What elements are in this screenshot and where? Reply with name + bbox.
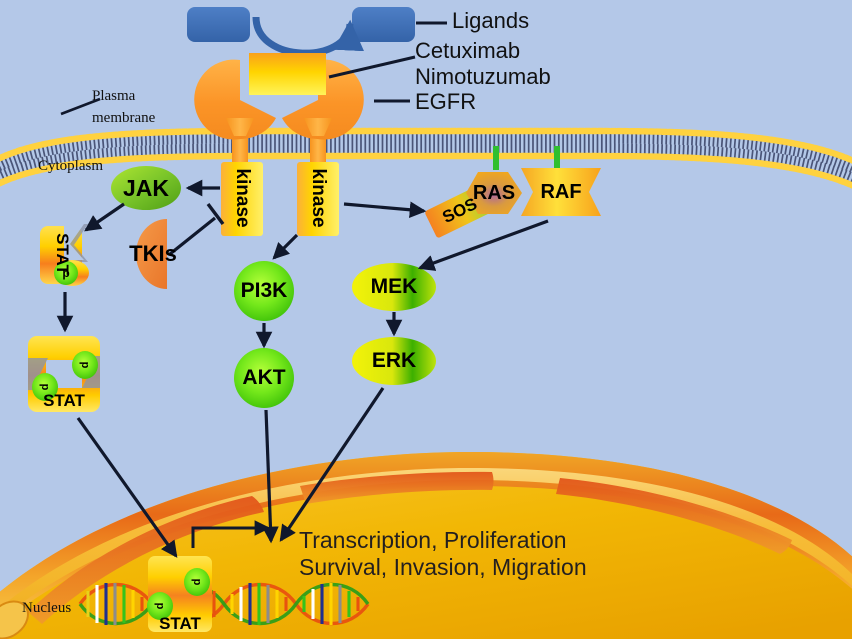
callout-label-cetuximab: Cetuximab [415, 38, 521, 63]
antibody-block [249, 53, 326, 95]
edge-raf-to-mek [417, 219, 549, 271]
raf-node [521, 168, 601, 216]
ras-anchor [493, 146, 499, 170]
edge-kinase-to-sos [343, 201, 427, 219]
callout-label-ligands: Ligands [452, 8, 530, 33]
raf-anchor [554, 146, 560, 170]
ras-raf-module [425, 146, 601, 238]
phospho-site-dimer-lower [32, 373, 58, 401]
nucleus-envelope-highlight [2, 468, 852, 618]
ligand-right [352, 7, 415, 42]
phospho-site-monomer [54, 261, 78, 285]
callout-label-egfr: EGFR [415, 89, 477, 114]
stat-dimer-complex [28, 336, 100, 412]
membrane-tails-upper [0, 130, 852, 174]
edge-akt-to-nucleus [262, 409, 279, 544]
outcome-line-1: Transcription, Proliferation [299, 527, 567, 553]
akt-node [234, 348, 294, 408]
kinase-domain-right [297, 162, 339, 236]
phospho-site-dimer-upper [72, 351, 98, 379]
pi3k-node [234, 261, 294, 321]
leader-antibody [328, 55, 416, 79]
egfr-right [282, 59, 364, 140]
callout-leaders [60, 21, 447, 116]
leader-plasma-membrane [60, 97, 101, 116]
cytoplasm-label: Cytoplasm [38, 158, 104, 174]
phospho-site-nuclear-lower [147, 592, 173, 620]
egfr-ectodomains [194, 59, 364, 140]
edge-tkis-to-kinase [169, 216, 216, 256]
phospho-site-nuclear-upper [184, 568, 210, 596]
stat-monomer-complex [40, 224, 89, 286]
edge-jak-to-stat [84, 202, 125, 232]
tkis-node [136, 219, 167, 289]
membrane-tails-lower [0, 143, 852, 187]
ligand-shapes [187, 7, 415, 57]
membrane-heads-inner [0, 152, 852, 189]
edge-stat-dimer-to-nucleus [76, 417, 178, 558]
ligand-binding-arrow [252, 16, 364, 57]
edge-kinase-to-pi3k [272, 233, 299, 260]
erk-node [352, 337, 436, 385]
outcome-line-2: Survival, Invasion, Migration [299, 554, 587, 580]
jak-node [111, 166, 181, 210]
mek-node [352, 263, 436, 311]
edge-tkis-inhibition-bar [206, 202, 225, 226]
ras-node [466, 172, 522, 214]
callout-label-nimotuzumab: Nimotuzumab [415, 64, 551, 89]
membrane-heads-outer [0, 127, 852, 164]
kinase-domain-left [221, 162, 263, 236]
plasma-membrane-label-line2: membrane [92, 110, 156, 126]
edges-group [56, 179, 549, 558]
edge-stat-to-transcription [191, 520, 271, 548]
nucleus-label: Nucleus [22, 600, 72, 616]
egfr-left [194, 59, 276, 140]
plasma-membrane [0, 127, 852, 189]
edge-erk-to-nucleus [279, 387, 385, 542]
plasma-membrane-label-line1: Plasma [92, 88, 136, 104]
ligand-left [187, 7, 250, 42]
stat-nuclear-complex [147, 556, 212, 632]
